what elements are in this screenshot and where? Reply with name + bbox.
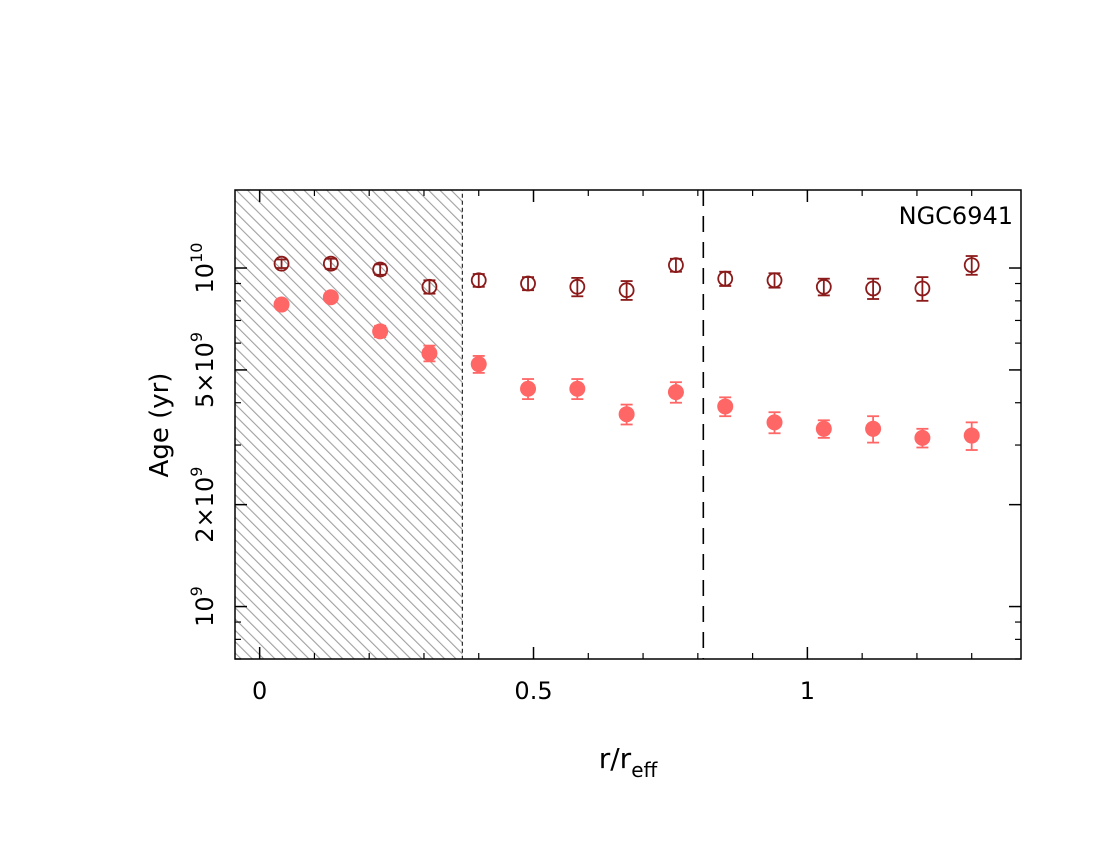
data-point — [569, 380, 586, 397]
data-point — [372, 261, 389, 278]
data-point — [865, 420, 882, 437]
data-point — [618, 282, 635, 299]
x-tick-label: 1 — [800, 677, 815, 705]
data-point — [914, 280, 931, 297]
data-point — [667, 384, 684, 401]
x-axis-label-main: r/r — [599, 742, 632, 775]
plot-frame — [234, 189, 1022, 660]
y-tick-label: 109 — [187, 586, 219, 627]
data-point — [717, 398, 734, 415]
data-point — [766, 414, 783, 431]
data-point — [963, 257, 980, 274]
series-filled-circle — [273, 289, 980, 451]
data-point — [273, 296, 290, 313]
data-point — [865, 280, 882, 297]
hatched-region — [235, 190, 463, 659]
y-tick-label: 1010 — [187, 243, 219, 294]
data-point — [322, 289, 339, 306]
x-axis-label-subscript: eff — [631, 758, 658, 782]
data-point — [322, 255, 339, 272]
x-tick-label: 0.5 — [514, 677, 552, 705]
data-point — [520, 380, 537, 397]
data-point — [470, 356, 487, 373]
data-point — [717, 270, 734, 287]
data-point — [963, 427, 980, 444]
x-axis-label: r/reff — [599, 742, 659, 782]
y-tick-label: 5×109 — [187, 332, 219, 408]
data-point — [372, 323, 389, 340]
data-point — [914, 429, 931, 446]
data-point — [421, 278, 438, 295]
data-point — [815, 420, 832, 437]
data-point — [470, 272, 487, 289]
y-axis-label: Age (yr) — [145, 373, 175, 478]
data-point — [273, 255, 290, 272]
data-point — [421, 345, 438, 362]
data-point — [520, 275, 536, 292]
data-point — [569, 278, 586, 295]
data-point — [668, 257, 684, 274]
y-tick-label: 2×109 — [187, 467, 219, 543]
data-point — [618, 406, 635, 423]
series-open-circle — [273, 255, 980, 302]
data-point — [766, 272, 783, 289]
data-point — [815, 278, 832, 295]
x-tick-label: 0 — [252, 677, 267, 705]
chart-annotation: NGC6941 — [899, 202, 1013, 230]
